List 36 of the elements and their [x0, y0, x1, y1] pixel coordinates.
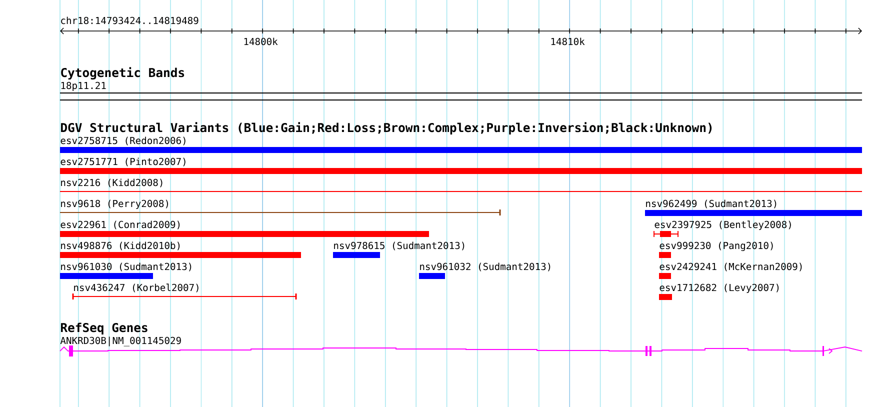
node-label: nsv961030 (Sudmant2013) [61, 262, 192, 272]
variant-bar: esv2758715 (Redon2006) [60, 136, 862, 153]
variant-bar: nsv498876 (Kidd2010b) [60, 242, 301, 258]
node-label: esv2751771 (Pinto2007) [60, 158, 186, 166]
variant-bar: nsv962499 (Sudmant2013) [645, 200, 862, 216]
tick-label: 14810k [551, 38, 585, 46]
node-label: nsv978615 (Sudmant2013) [334, 242, 464, 250]
node-label: nsv961032 (Sudmant2013) [420, 262, 550, 272]
variant-bar: esv2429241 (McKernan2009) [659, 262, 802, 279]
variant-bar: nsv961032 (Sudmant2013) [419, 262, 550, 279]
gene-track: ANKRD30B|NM_001145029 [60, 336, 862, 356]
coordinate-label: chr18:14793424..14819489 [61, 16, 198, 24]
variant-bar: nsv2216 (Kidd2008) [60, 178, 862, 192]
tick-label: 14800k [244, 38, 278, 46]
variant-bar: nsv9618 (Perry2008) [60, 200, 501, 216]
variant-bar: esv2397925 (Bentley2008) [654, 220, 791, 238]
node-label: ANKRD30B|NM_001145029 [60, 336, 181, 346]
variant-bar: esv1712682 (Levy2007) [659, 284, 779, 300]
node-label: nsv498876 (Kidd2010b) [61, 242, 180, 250]
node-label: nsv962499 (Sudmant2013) [646, 200, 776, 208]
variant-bar: nsv436247 (Korbel2007) [72, 284, 297, 300]
node-label: esv2397925 (Bentley2008) [654, 220, 791, 230]
node-label: esv22961 (Conrad2009) [60, 220, 180, 230]
track-title: RefSeq Genes [61, 322, 148, 335]
track-title: Cytogenetic Bands [61, 67, 184, 80]
variant-bar: nsv961030 (Sudmant2013) [60, 262, 192, 279]
variant-bar: esv999230 (Pang2010) [659, 242, 773, 258]
variant-bar: esv2751771 (Pinto2007) [60, 158, 862, 174]
track-title: DGV Structural Variants (Blue:Gain;Red:Loss;Brown:Complex;Purple:Inversion;Black:Unknown) [61, 122, 712, 135]
node-label: esv1712682 (Levy2007) [660, 284, 779, 293]
band-label: 18p11.21 [61, 82, 106, 91]
node-label: esv999230 (Pang2010) [660, 242, 773, 252]
variant-bar: esv22961 (Conrad2009) [60, 220, 429, 237]
node-label: esv2429241 (McKernan2009) [660, 262, 802, 272]
variant-bar: nsv978615 (Sudmant2013) [333, 242, 464, 258]
node-label: esv2758715 (Redon2006) [60, 136, 186, 146]
